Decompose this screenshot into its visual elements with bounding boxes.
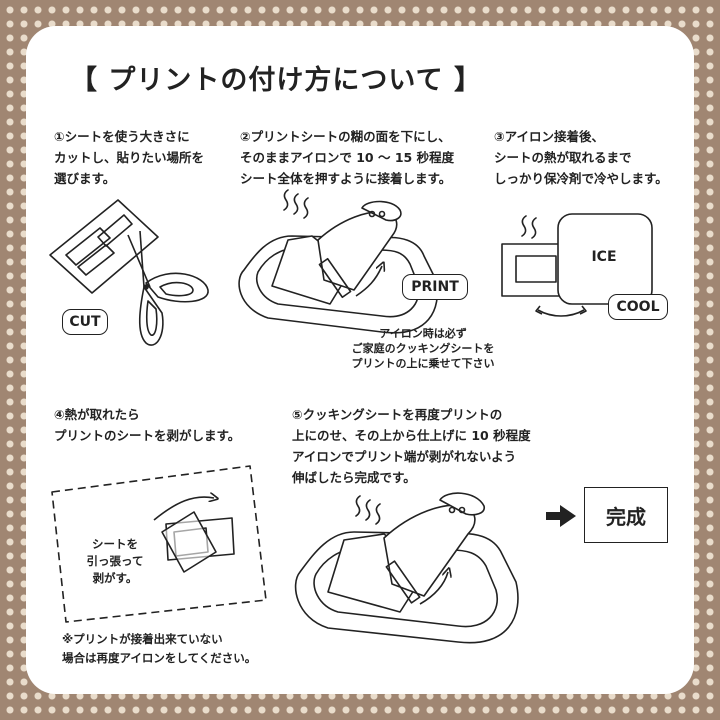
heat-waves-icon [355,495,381,525]
heat-waves-icon [283,189,309,219]
step-2-text: ②プリントシートの糊の面を下にし、 そのままアイロンで 10 ～ 15 秒程度 … [240,129,455,186]
iron-note: アイロン時は必ず ご家庭のクッキングシートを プリントの上に乗せて下さい [351,327,495,370]
step-1-text: ①シートを使う大きさに カットし、貼りたい場所を 選びます。 [54,129,205,186]
ice-label: ICE [591,249,617,265]
scissors-illustration [49,199,209,346]
print-label: PRINT [402,274,468,300]
cool-label: COOL [608,294,668,320]
done-box: 完成 [584,487,668,543]
iron-icon [383,492,485,604]
scissors-icon [127,230,209,346]
cut-label: CUT [62,309,108,335]
iron-illustration-step5 [294,492,519,644]
ice-pack-illustration [501,213,653,317]
iron-icon [317,200,402,299]
ice-pack-icon [557,213,653,305]
iron-illustration-step2 [238,189,439,334]
step-5-text: ⑤クッキングシートを再度プリントの 上にのせ、その上から仕上げに 10 秒程度 … [292,407,531,485]
peel-label: シートを 引っ張って 剥がす。 [86,537,144,585]
arrow-right-icon [546,505,576,527]
step-4-text: ④熱が取れたら プリントのシートを剥がします。 [54,407,241,443]
step-3-text: ③アイロン接着後、 シートの熱が取れるまで しっかり保冷剤で冷やします。 [494,129,668,186]
footnote: ※プリントが接着出来ていない 場合は再度アイロンをしてください。 [62,632,257,665]
peel-illustration [51,465,267,623]
page-title: 【 プリントの付け方について 】 [70,65,482,96]
